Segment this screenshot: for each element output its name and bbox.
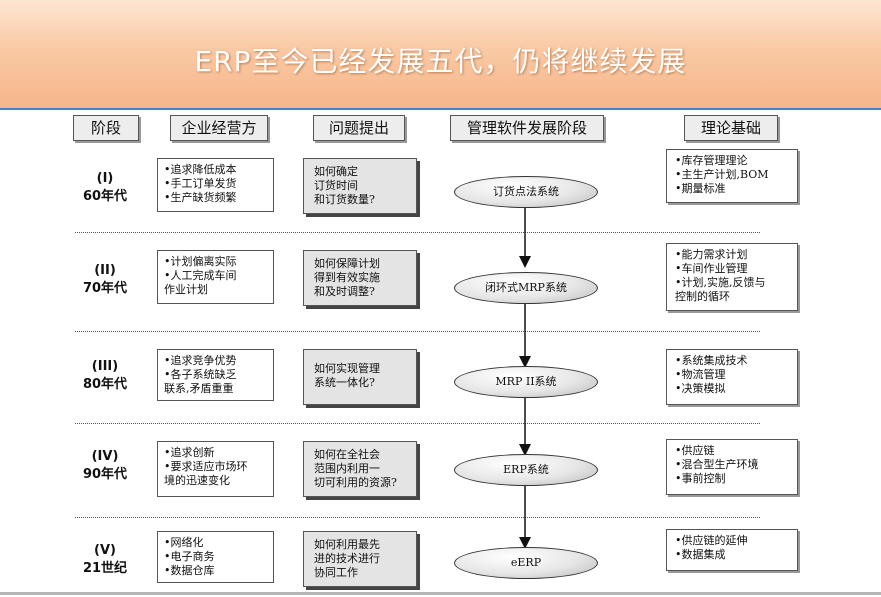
title-banner: ERP至今已经发展五代，仍将继续发展 [0, 0, 881, 110]
page-title: ERP至今已经发展五代，仍将继续发展 [194, 45, 687, 78]
business-box-1: •追求降低成本 •手工订单发货 •生产缺货频繁 [157, 158, 274, 212]
theory-box-2: •能力需求计划 •车间作业管理 •计划,实施,反馈与 控制的循环 [666, 243, 798, 311]
problem-box-4: 如何在全社会 范围内利用一 切可利用的资源? [303, 441, 417, 497]
theory-box-3: •系统集成技术 •物流管理 •决策模拟 [666, 349, 798, 405]
row-separator [75, 331, 760, 332]
row-separator [75, 232, 760, 233]
stage-label-1: (I) 60年代 [60, 170, 150, 206]
stage-label-4: (IV) 90年代 [60, 448, 150, 484]
header-stage: 阶段 [73, 115, 139, 141]
stage-era: 21世纪 [82, 561, 128, 576]
theory-box-4: •供应链 •混合型生产环境 •事前控制 [666, 439, 798, 495]
problem-box-5: 如何利用最先 进的技术进行 协同工作 [303, 531, 417, 587]
business-box-4: •追求创新 •要求适应市场环 境的迅速变化 [157, 441, 274, 497]
software-node-5: eERP [454, 547, 598, 579]
stage-label-2: (II) 70年代 [60, 262, 150, 298]
software-node-3: MRP II系统 [454, 366, 598, 398]
stage-label-5: (V) 21世纪 [60, 542, 150, 578]
stage-roman: (III) [91, 359, 119, 374]
problem-box-1: 如何确定 订货时间 和订货数量? [303, 158, 417, 214]
stage-era: 70年代 [82, 281, 128, 296]
software-node-4: ERP系统 [454, 454, 598, 486]
problem-box-3: 如何实现管理 系统一体化? [303, 349, 417, 405]
stage-era: 80年代 [82, 377, 128, 392]
software-node-1: 订货点法系统 [454, 176, 598, 208]
problem-box-2: 如何保障计划 得到有效实施 和及时调整? [303, 250, 417, 306]
header-software: 管理软件发展阶段 [450, 115, 604, 141]
software-node-2: 闭环式MRP系统 [454, 272, 598, 304]
business-box-3: •追求竞争优势 •各子系统缺乏 联系,矛盾重重 [157, 349, 274, 401]
stage-roman: (I) [96, 171, 114, 186]
header-business: 企业经营方 [170, 115, 268, 141]
header-problem: 问题提出 [313, 115, 405, 141]
theory-box-1: •库存管理理论 •主生产计划,BOM •期量标准 [666, 149, 798, 203]
stage-label-3: (III) 80年代 [60, 358, 150, 394]
header-theory: 理论基础 [684, 115, 778, 141]
business-box-2: •计划偏离实际 •人工完成车间 作业计划 [157, 250, 274, 304]
row-separator [75, 517, 760, 518]
stage-era: 60年代 [82, 189, 128, 204]
business-box-5: •网络化 •电子商务 •数据仓库 [157, 531, 274, 583]
stage-era: 90年代 [82, 467, 128, 482]
stage-roman: (V) [94, 543, 116, 558]
bottom-rule [0, 592, 881, 595]
stage-roman: (II) [94, 263, 116, 278]
theory-box-5: •供应链的延伸 •数据集成 [666, 529, 798, 571]
row-separator [75, 423, 760, 424]
stage-roman: (IV) [91, 449, 119, 464]
